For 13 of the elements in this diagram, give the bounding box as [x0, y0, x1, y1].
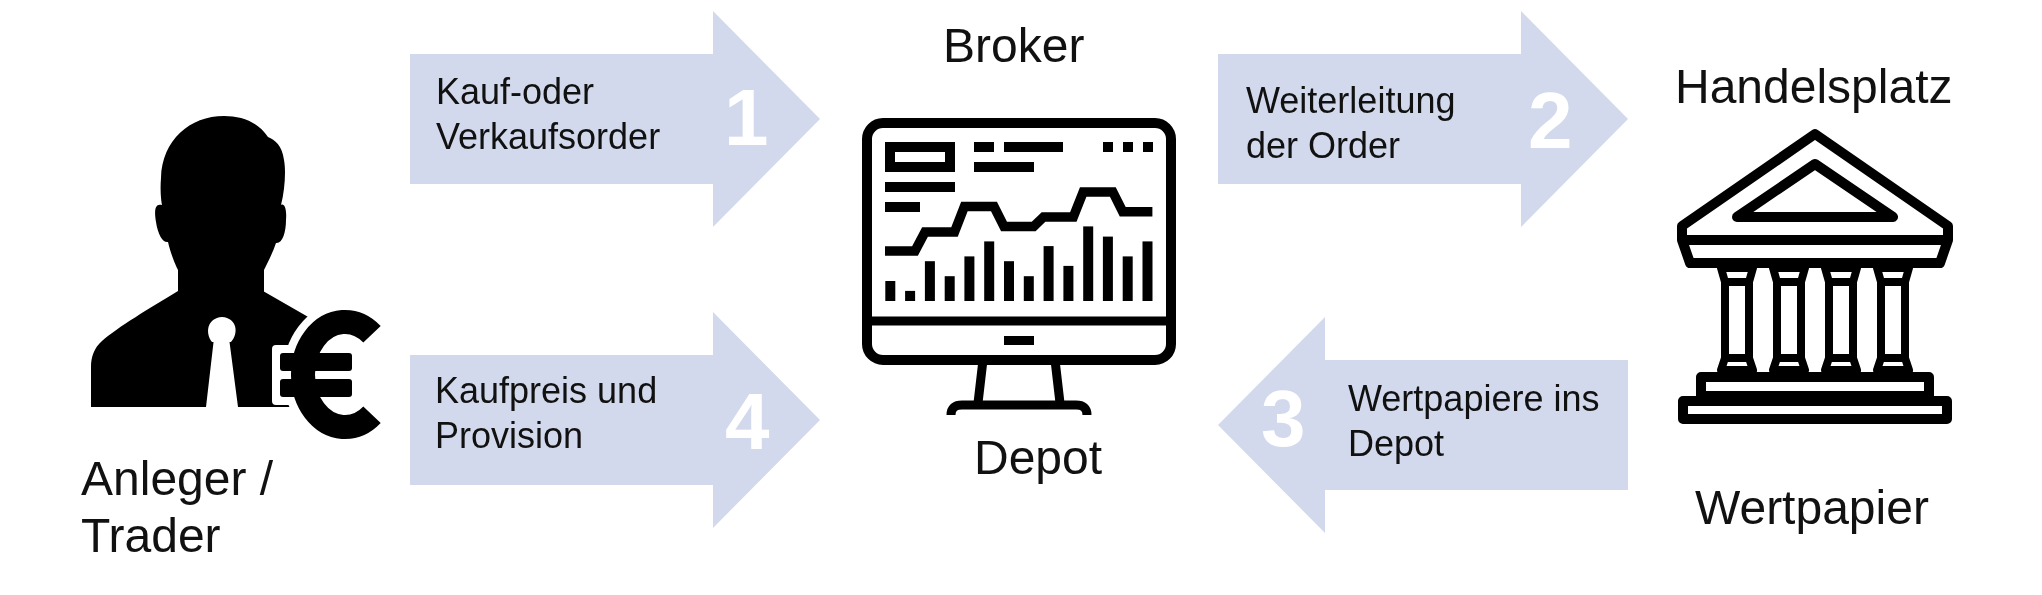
block-arrow: [1218, 317, 1628, 533]
node-caption: Anleger / Trader: [81, 451, 275, 564]
node-heading: Broker: [943, 18, 1086, 74]
node-heading: Handelsplatz: [1675, 59, 1954, 115]
block-arrow: [1218, 11, 1628, 227]
node-caption: Wertpapier: [1695, 480, 1930, 536]
edge-label: Kauf-oder Verkaufsorder: [436, 70, 662, 159]
edge-label: Kaufpreis und Provision: [435, 369, 659, 458]
node-caption: Depot: [974, 430, 1104, 486]
block-arrow: [410, 11, 820, 227]
edge-label: Weiterleitung der Order: [1246, 79, 1457, 168]
edge-label: Wertpapiere ins Depot: [1348, 377, 1601, 466]
block-arrow: [410, 312, 820, 528]
